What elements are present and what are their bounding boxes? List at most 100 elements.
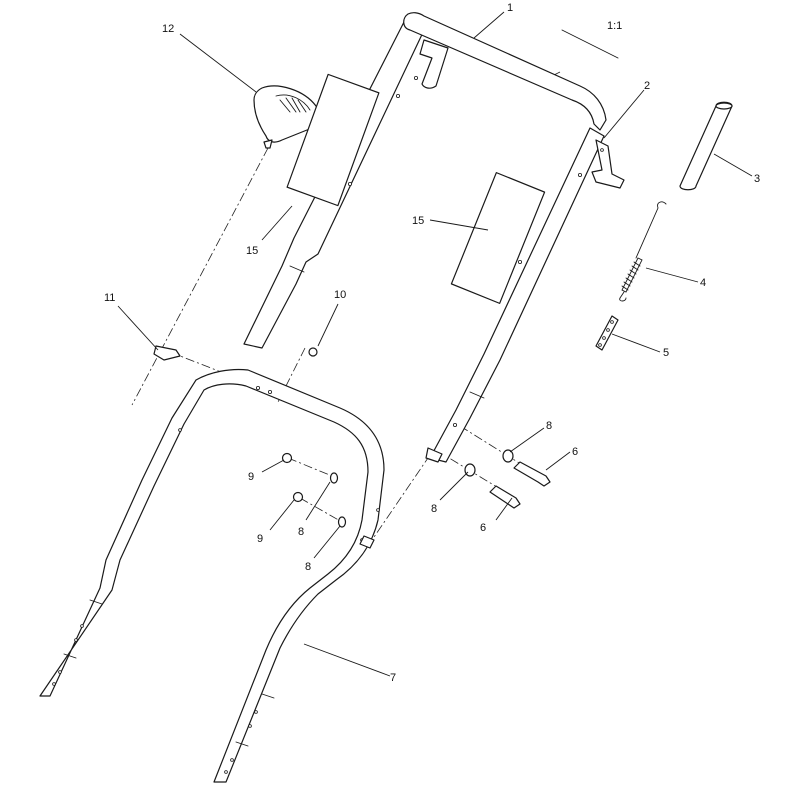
spring-upper-hook	[635, 201, 667, 259]
centerline-knob-to-lower-handle	[277, 347, 306, 403]
hole	[395, 94, 400, 99]
hole	[248, 724, 252, 728]
hole	[347, 181, 352, 186]
leader-lines	[117, 11, 753, 677]
decal-left	[286, 73, 380, 207]
upper-handle-right-tip	[425, 447, 443, 463]
tube-grip-body	[679, 101, 733, 191]
callout-8b: 8	[431, 503, 437, 515]
hole	[80, 624, 84, 628]
leader-12	[179, 33, 257, 93]
leader-4	[645, 267, 699, 283]
hole	[255, 385, 260, 390]
leader-3	[713, 153, 753, 177]
scale-line	[561, 29, 619, 59]
centerline-grip-to-clip	[131, 147, 269, 406]
upper-handle-top-bar	[403, 12, 607, 131]
leader-8c	[305, 481, 331, 521]
hole	[254, 710, 258, 714]
knob	[308, 347, 318, 357]
centerline-right-to-left	[371, 454, 431, 541]
leader-1	[473, 11, 505, 39]
leader-15b	[429, 219, 489, 231]
callout-4: 4	[700, 277, 706, 289]
spring-lower-hook	[619, 291, 627, 302]
centerline-right-lower-bolt	[435, 449, 516, 499]
leg-seam	[289, 265, 305, 273]
callout-8c: 8	[298, 526, 304, 538]
tube-grip-end	[715, 102, 733, 110]
hole	[267, 389, 272, 394]
leader-10	[317, 303, 339, 347]
hole	[578, 172, 583, 177]
cable-clip	[153, 345, 181, 361]
callout-9b: 9	[257, 533, 263, 545]
hole	[518, 259, 523, 264]
leader-15a	[261, 205, 293, 241]
spring	[619, 201, 667, 302]
callout-15a: 15	[246, 245, 258, 257]
hole	[178, 428, 182, 432]
callout-3: 3	[754, 173, 760, 185]
spring-coil	[621, 257, 643, 293]
centerline-upper-bolt	[287, 457, 333, 477]
hole	[52, 682, 56, 686]
leader-2	[603, 89, 645, 139]
hole	[230, 758, 234, 762]
leg-seam	[261, 693, 275, 699]
hole	[600, 148, 604, 152]
nut-upper	[281, 452, 293, 464]
callout-11: 11	[104, 292, 115, 304]
leg-seam	[235, 741, 249, 747]
upper-handle-bracket	[419, 39, 449, 89]
lower-handle-tab	[359, 535, 375, 549]
callout-1: 1	[507, 2, 513, 14]
tube-grip	[679, 101, 733, 191]
hole	[224, 770, 228, 774]
washer-left-upper	[329, 472, 339, 484]
leader-8b	[439, 471, 469, 501]
lower-handle	[39, 368, 385, 783]
callout-6b: 6	[480, 522, 486, 534]
leg-seam	[469, 391, 485, 399]
leader-8d	[313, 525, 341, 559]
leader-9a	[261, 459, 285, 473]
callout-6a: 6	[572, 446, 578, 458]
leader-6a	[545, 451, 571, 471]
grip-stem	[263, 139, 273, 149]
decal-right	[450, 172, 546, 304]
grip-body	[253, 85, 320, 143]
bolt-right-upper	[513, 461, 551, 487]
callout-8a: 8	[546, 420, 552, 432]
leader-11	[117, 305, 159, 351]
callout-5: 5	[663, 347, 669, 359]
washer-right-upper	[502, 449, 514, 463]
leg-seam	[89, 599, 103, 605]
leader-8a	[509, 427, 545, 453]
bail-lever	[591, 139, 625, 189]
callout-9a: 9	[248, 471, 254, 483]
callout-12: 12	[162, 23, 174, 35]
hole	[452, 422, 457, 427]
link-plate	[595, 315, 619, 351]
hole	[602, 336, 606, 340]
hole	[606, 328, 610, 332]
hole	[598, 343, 602, 347]
hole	[376, 508, 380, 512]
leader-7	[303, 643, 391, 677]
callouts: 1 2 3 4 5 6 6 7 8 8 8 8 9 9 10 11 12 15 …	[104, 2, 760, 684]
leg-seam	[63, 653, 77, 659]
bail-lever-body	[591, 139, 625, 189]
grip	[253, 85, 320, 149]
upper-handle-right-leg	[429, 127, 605, 463]
leader-6b	[495, 497, 513, 521]
callout-10: 10	[334, 289, 346, 301]
callout-2: 2	[644, 80, 650, 92]
washer-left-lower	[337, 516, 347, 528]
callout-8d: 8	[305, 561, 311, 573]
link-plate-body	[595, 315, 619, 351]
centerline-right-upper-bolt	[459, 425, 541, 477]
nut-lower	[292, 491, 304, 503]
lower-handle-body	[39, 368, 385, 783]
